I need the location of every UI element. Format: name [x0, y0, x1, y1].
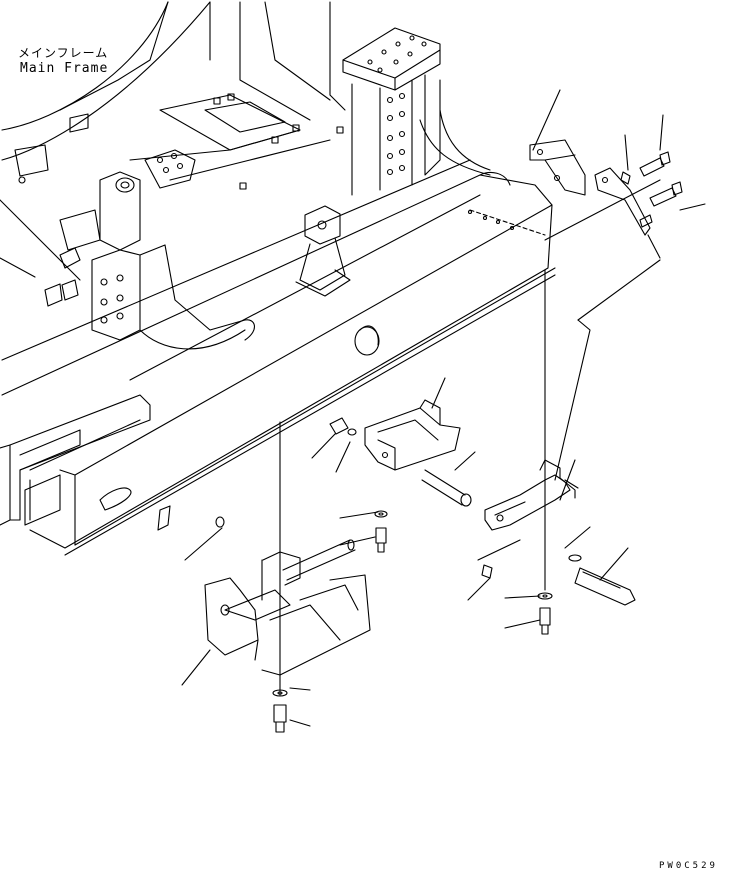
main-frame [0, 2, 490, 349]
pin-and-clevis [422, 460, 578, 530]
main-frame-label-en: Main Frame [20, 61, 109, 76]
lower-guard [205, 540, 370, 675]
washers-and-bolts [216, 511, 635, 732]
track-frame-beam [0, 160, 555, 555]
drawing-code: PW0C529 [659, 861, 718, 871]
upper-right-bracket [530, 140, 682, 235]
main-frame-label-jp: メインフレーム [18, 46, 109, 60]
leader-lines [0, 90, 705, 726]
middle-bracket [330, 400, 460, 470]
